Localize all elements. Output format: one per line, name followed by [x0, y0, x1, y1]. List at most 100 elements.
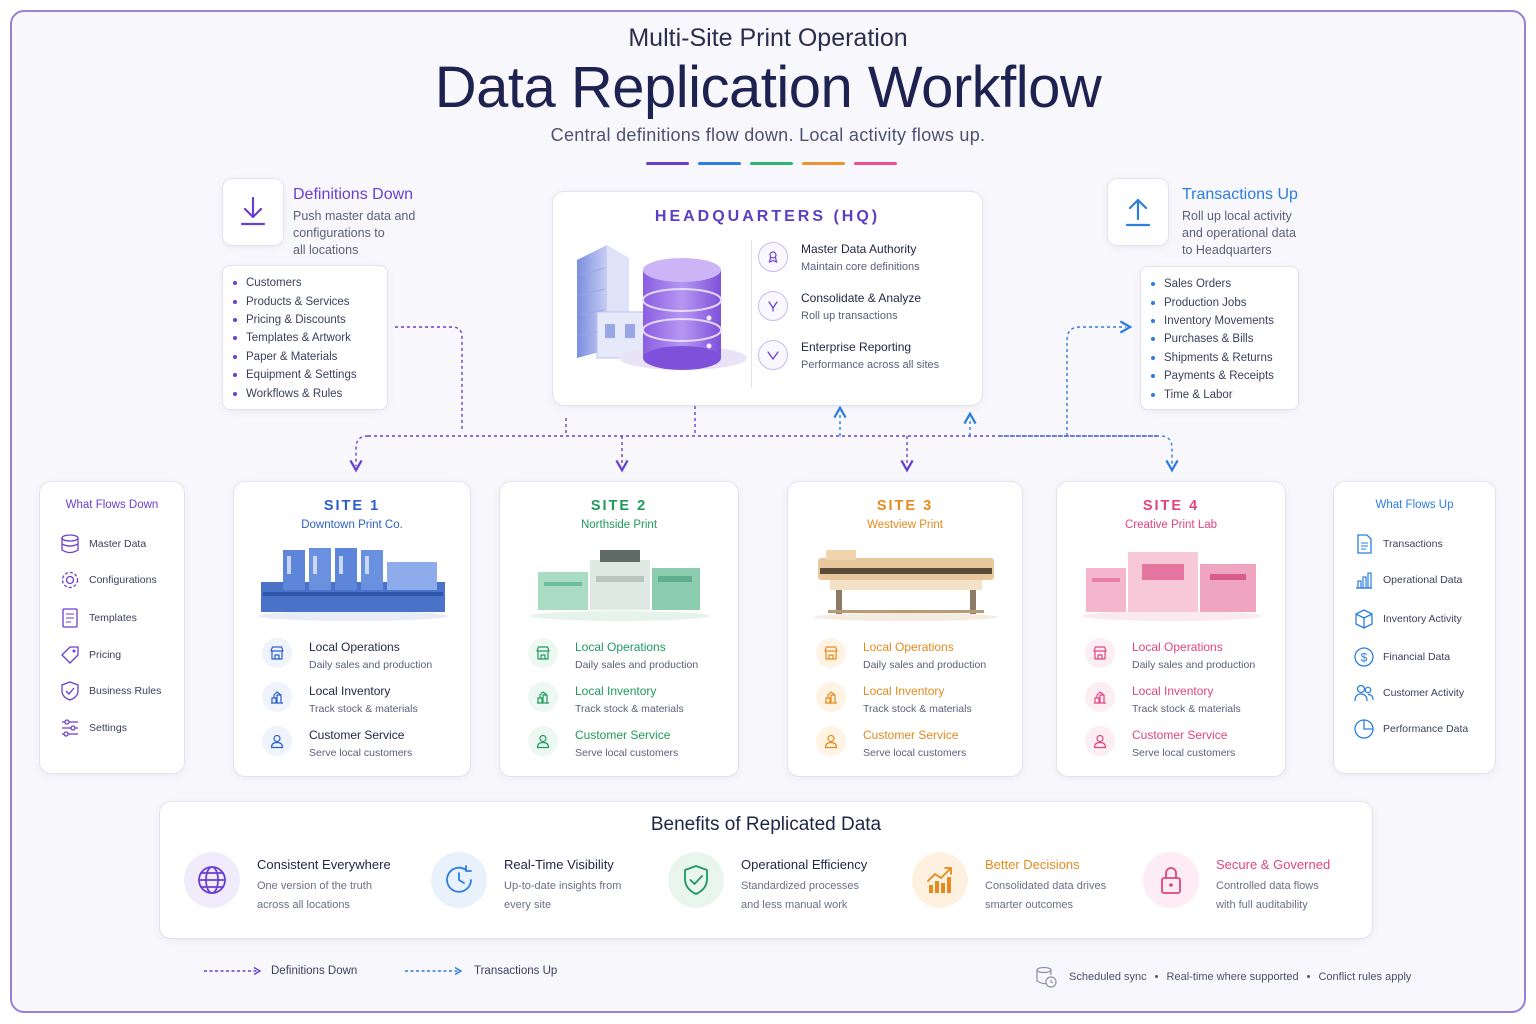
site-item-desc: Daily sales and production: [1132, 659, 1256, 671]
bullet-dot: [1151, 300, 1155, 305]
site-item-desc: Daily sales and production: [309, 659, 433, 671]
hq-item-master-data-authority: Master Data Authority Maintain core defi…: [758, 242, 920, 273]
site-item-desc: Track stock & materials: [309, 703, 418, 715]
site-subtitle: Westview Print: [867, 519, 943, 531]
accent-bar: [646, 162, 689, 165]
desc-line: all locations: [293, 243, 359, 257]
list-item-label: Equipment & Settings: [246, 369, 357, 382]
list-item-label: Purchases & Bills: [1164, 333, 1254, 346]
site-name: SITE 1: [323, 498, 381, 514]
site-name: SITE 2: [590, 498, 648, 514]
site-item-desc: Serve local customers: [863, 747, 967, 759]
hq-card: HEADQUARTERS (HQ) Master: [552, 191, 983, 406]
list-item: Paper & Materials: [233, 348, 387, 366]
shield-check-icon: [58, 679, 82, 703]
site-item-desc: Serve local customers: [1132, 747, 1236, 759]
benefit-desc-line: Controlled data flows: [1216, 880, 1319, 892]
merge-icon: [758, 291, 788, 321]
desc-line: to Headquarters: [1182, 243, 1272, 257]
list-item-label: Shipments & Returns: [1164, 351, 1273, 364]
bullet-dot: [1151, 337, 1155, 342]
accent-bars: [646, 162, 897, 165]
list-item: Inventory Movements: [1151, 312, 1298, 330]
benefit-desc-line: One version of the truth: [257, 880, 372, 892]
shop-icon: [816, 638, 846, 668]
shop-icon: [1085, 638, 1115, 668]
report-icon: [758, 340, 788, 370]
document-icon: [1352, 532, 1376, 556]
flows-down-label: Business Rules: [89, 685, 162, 697]
list-item: Purchases & Bills: [1151, 330, 1298, 348]
svg-text:$: $: [1361, 651, 1368, 665]
flows-up-item: Transactions: [1352, 532, 1443, 556]
hq-item-title: Enterprise Reporting: [801, 340, 912, 354]
benefit-desc-line: and less manual work: [741, 899, 848, 911]
list-item: Production Jobs: [1151, 293, 1298, 311]
legend-transactions-up: Transactions Up: [404, 965, 557, 977]
definitions-down-icon-box: [222, 178, 284, 246]
list-item-label: Sales Orders: [1164, 278, 1232, 291]
list-item: Payments & Receipts: [1151, 367, 1298, 385]
list-item-label: Workflows & Rules: [246, 387, 343, 400]
arrow-to-site-1: [349, 435, 369, 473]
person-icon: [1085, 726, 1115, 756]
sliders-icon: [58, 716, 82, 740]
accent-bar: [698, 162, 741, 165]
benefit-title: Operational Efficiency: [741, 857, 868, 872]
flows-up-label: Transactions: [1383, 538, 1443, 550]
globe-icon: [184, 852, 240, 908]
diagram-title: Data Replication Workflow: [434, 55, 1102, 120]
flows-up-item: Operational Data: [1352, 568, 1462, 592]
definitions-connector: [395, 326, 463, 432]
legend-label: Definitions Down: [271, 965, 358, 977]
site-item-title: Local Operations: [575, 640, 666, 654]
person-icon: [816, 726, 846, 756]
legend-label: Transactions Up: [474, 965, 558, 977]
hq-item-desc: Maintain core definitions: [801, 261, 920, 273]
hq-item-consolidate-analyze: Consolidate & Analyze Roll up transactio…: [758, 291, 921, 322]
sync-notes: Scheduled sync • Real-time where support…: [1034, 965, 1411, 989]
list-item: Customers: [233, 274, 387, 292]
person-icon: [262, 726, 292, 756]
list-item-label: Pricing & Discounts: [246, 313, 346, 326]
digital-press-image: [520, 542, 720, 627]
desc-line: and operational data: [1182, 226, 1296, 240]
tag-icon: [58, 643, 82, 667]
site-item-title: Local Inventory: [575, 684, 657, 698]
definitions-down-description: Push master data and configurations to a…: [293, 208, 443, 259]
desc-line: configurations to: [293, 226, 385, 240]
arrow-to-site-4: [1000, 435, 1179, 473]
legend-definitions-down: Definitions Down: [203, 965, 357, 977]
flows-up-label: Inventory Activity: [1383, 613, 1462, 625]
bullet-dot: [1151, 374, 1155, 379]
site-subtitle: Downtown Print Co.: [301, 519, 403, 531]
sync-note: Conflict rules apply: [1318, 971, 1412, 983]
site-subtitle: Northside Print: [580, 519, 658, 531]
bullet-dot: [1151, 392, 1155, 397]
site-item-desc: Serve local customers: [309, 747, 413, 759]
site-item-title: Customer Service: [575, 728, 671, 742]
bullet-dot: [1151, 282, 1155, 287]
flows-up-label: Performance Data: [1383, 723, 1469, 735]
flows-down-label: Master Data: [89, 538, 147, 550]
site-item-title: Local Inventory: [1132, 684, 1214, 698]
site-item-desc: Serve local customers: [575, 747, 679, 759]
users-icon: [1352, 681, 1376, 705]
benefit-title: Better Decisions: [985, 857, 1080, 872]
site-name: SITE 4: [1142, 498, 1200, 514]
transactions-up-title: Transactions Up: [1182, 186, 1298, 203]
site-item-title: Local Inventory: [309, 684, 391, 698]
list-item-label: Paper & Materials: [246, 350, 338, 363]
